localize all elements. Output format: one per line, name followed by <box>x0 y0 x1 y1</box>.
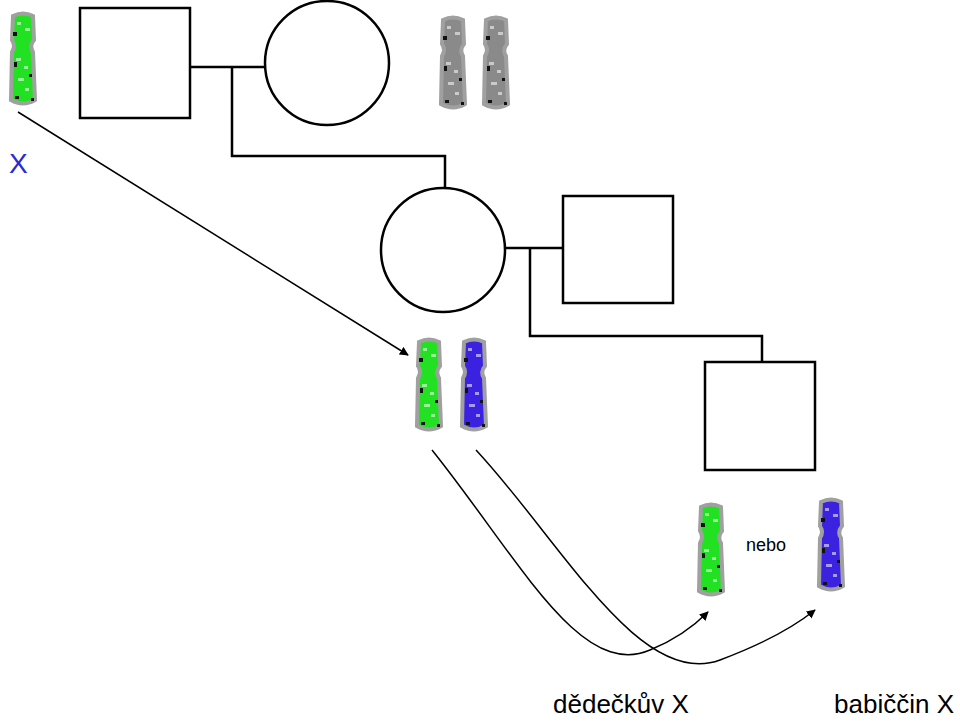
chromosome-label: X <box>9 150 28 178</box>
male-square <box>705 362 815 470</box>
inheritance-arrow <box>476 450 815 664</box>
male-square <box>563 196 673 303</box>
x-chromosome <box>11 14 35 104</box>
x-chromosome <box>699 505 723 595</box>
inheritance-arrow <box>432 450 708 655</box>
x-chromosome <box>819 500 843 590</box>
female-circle <box>381 188 505 312</box>
note-text: nebo <box>746 536 786 554</box>
x-chromosome <box>462 340 486 430</box>
female-circle <box>265 1 389 125</box>
x-chromosome <box>441 18 465 108</box>
male-square <box>80 8 190 118</box>
caption-label: babiččin X <box>834 691 954 717</box>
caption-label: dědečkův X <box>553 691 689 717</box>
inheritance-arrow <box>18 112 408 355</box>
x-chromosome <box>417 340 441 430</box>
x-chromosome <box>484 18 508 108</box>
